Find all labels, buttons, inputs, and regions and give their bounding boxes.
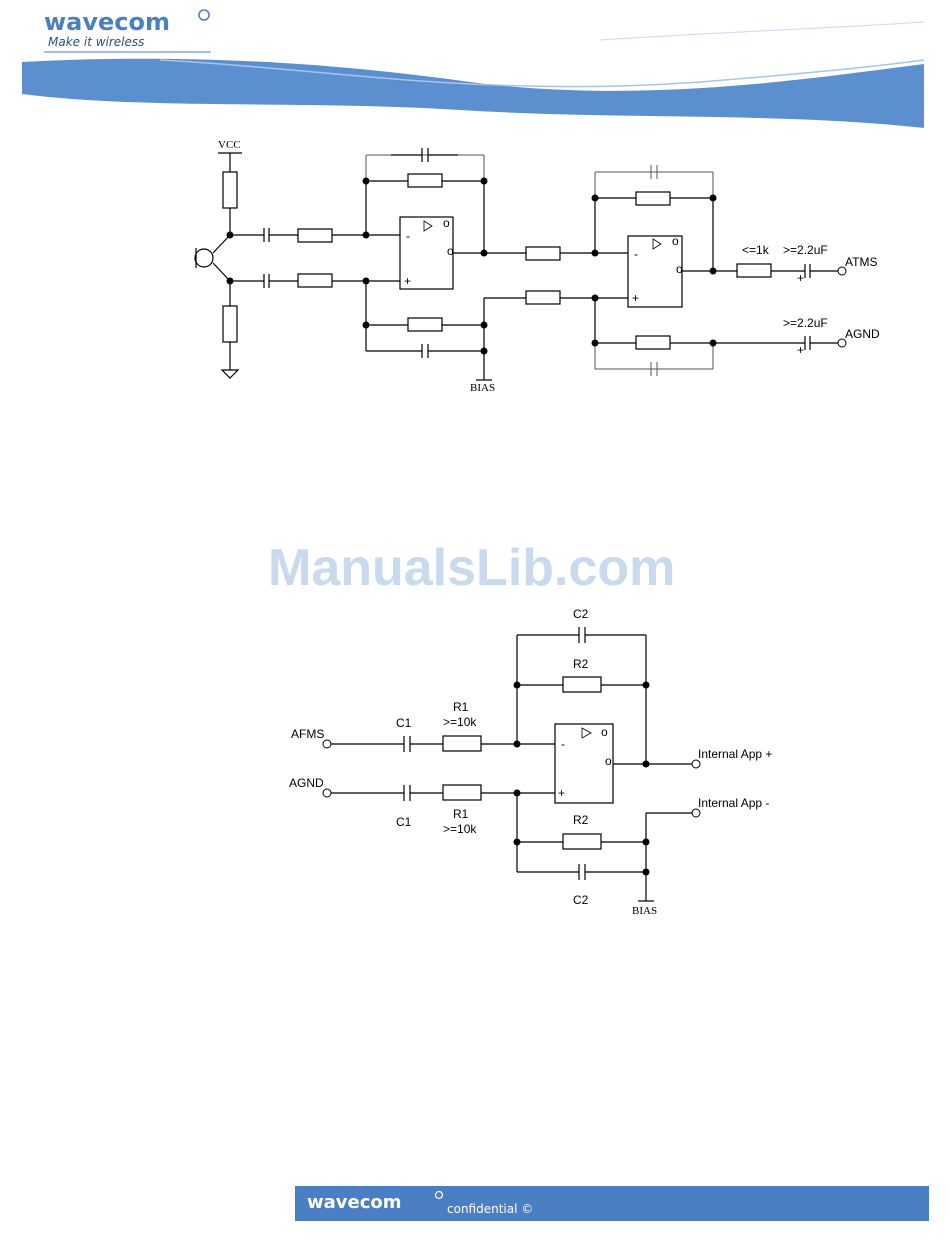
resistor-in-top [298, 229, 332, 242]
afms-pin [323, 740, 331, 748]
circuit-diagram-1: VCC - + o o [195, 139, 880, 394]
r1-bottom-label: R1 [453, 807, 469, 821]
svg-text:o: o [605, 754, 612, 768]
internal-app-plus-pin [692, 760, 700, 768]
svg-text:+: + [632, 291, 639, 305]
agnd-label: AGND [845, 327, 880, 341]
watermark: ManualsLib.com [268, 539, 675, 597]
r1-top-value: >=10k [443, 715, 477, 729]
svg-text:-: - [406, 229, 410, 243]
svg-text:+: + [404, 274, 411, 288]
resistor-r1-bottom [443, 785, 481, 800]
resistor-r2-top [563, 677, 601, 692]
ground-icon [222, 370, 238, 378]
atms-label: ATMS [845, 255, 877, 269]
footer: wavecom confidential © [295, 1186, 929, 1221]
bias-label-2: BIAS [632, 905, 657, 917]
svg-text:o: o [443, 216, 450, 230]
r1-top-label: R1 [453, 700, 469, 714]
svg-text:-: - [634, 247, 638, 261]
header: wavecom Make it wireless [22, 8, 924, 128]
svg-text:o: o [601, 725, 608, 739]
resistor-in-bottom [298, 274, 332, 287]
c1-bottom-label: C1 [396, 815, 412, 829]
svg-text:-: - [561, 737, 565, 751]
internal-app-minus-label: Internal App - [698, 796, 769, 810]
resistor-r1-top [443, 736, 481, 751]
svg-text:o: o [447, 244, 454, 258]
resistor-r2-bottom [563, 834, 601, 849]
resistor-ground [223, 306, 237, 342]
agnd-input-label: AGND [289, 776, 324, 790]
series-resistor-label: <=1k [742, 243, 770, 257]
footer-confidential: confidential © [447, 1202, 533, 1216]
r2-top-label: R2 [573, 657, 589, 671]
footer-logo: wavecom [307, 1192, 402, 1213]
svg-text:+: + [797, 343, 804, 357]
bias-label-1: BIAS [470, 382, 495, 394]
vcc-label: VCC [218, 139, 241, 151]
c2-bottom-label: C2 [573, 893, 589, 907]
r1-bottom-value: >=10k [443, 822, 477, 836]
svg-text:+: + [797, 271, 804, 285]
tagline: Make it wireless [48, 35, 144, 49]
internal-app-minus-pin [692, 809, 700, 817]
c1-top-label: C1 [396, 716, 412, 730]
cap-bottom-label: >=2.2uF [783, 316, 828, 330]
microphone-icon [195, 249, 213, 267]
header-wave [22, 59, 924, 128]
internal-app-plus-label: Internal App + [698, 747, 772, 761]
agnd-input-pin [323, 789, 331, 797]
c2-top-label: C2 [573, 607, 589, 621]
svg-text:o: o [676, 262, 683, 276]
cap-top-label: >=2.2uF [783, 243, 828, 257]
wavecom-logo: wavecom [44, 8, 170, 36]
header-wave-line [600, 22, 924, 40]
svg-text:+: + [558, 786, 565, 800]
afms-label: AFMS [291, 727, 324, 741]
resistor-vcc [223, 172, 237, 208]
svg-text:o: o [672, 234, 679, 248]
r2-bottom-label: R2 [573, 813, 589, 827]
logo-mark-icon [199, 10, 209, 20]
circuit-diagram-2: C2 R2 AFMS C1 R1 >=10k AGND C1 R1 >=10k [289, 607, 772, 917]
